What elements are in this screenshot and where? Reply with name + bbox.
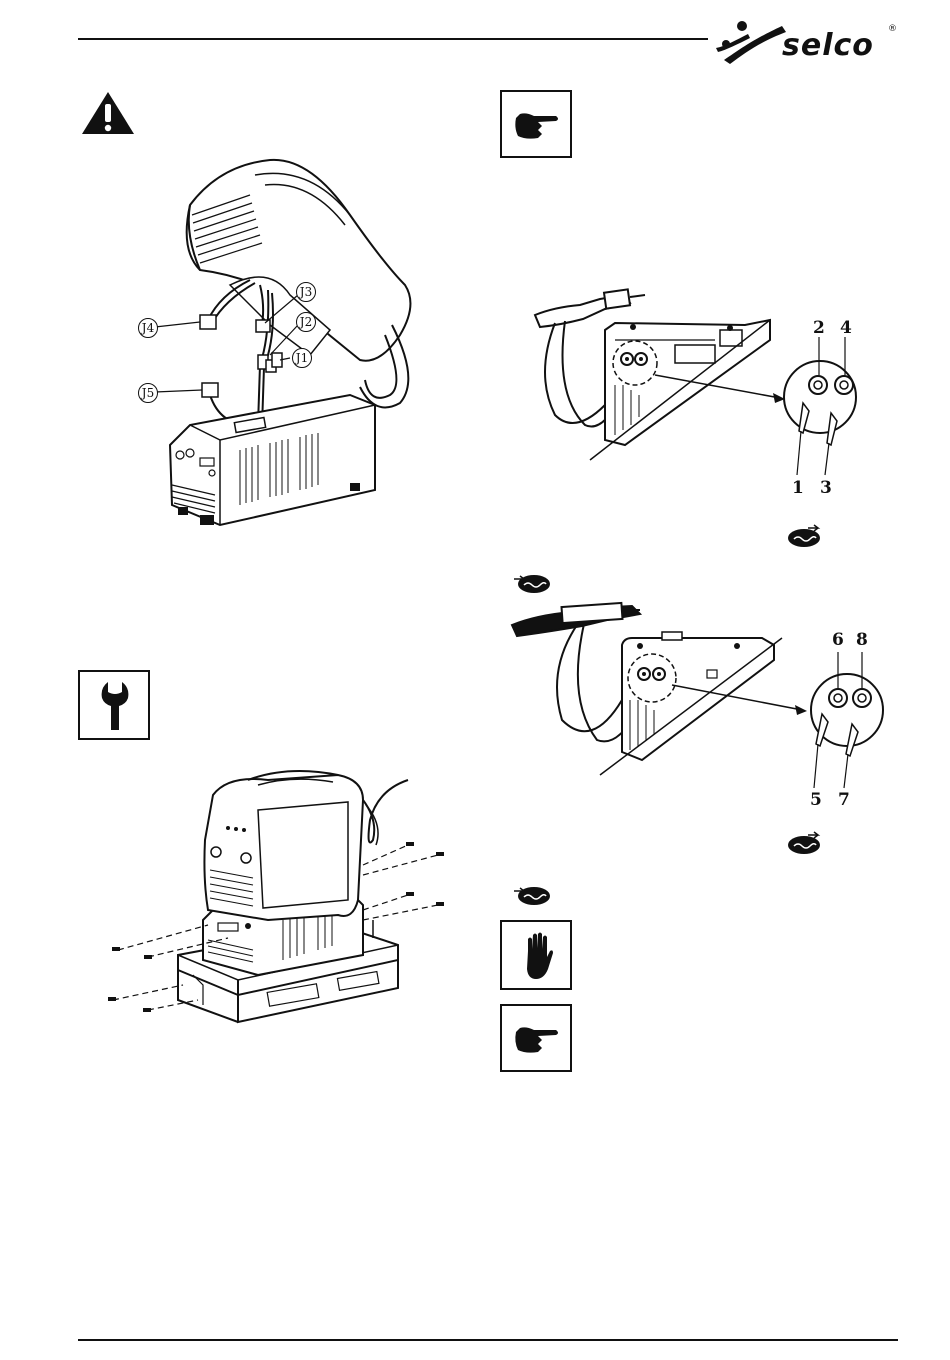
torch-connection-figure-bottom xyxy=(512,600,872,800)
connector-number-1: 1 xyxy=(792,478,804,498)
service-box xyxy=(78,670,150,740)
registered-mark: ® xyxy=(888,24,897,34)
note-box-top xyxy=(500,90,572,158)
connector-number-2: 2 xyxy=(813,318,825,338)
note-box-bottom xyxy=(500,1004,572,1072)
brand-name: selco xyxy=(782,28,874,63)
water-in-icon xyxy=(514,571,550,595)
pointing-hand-icon xyxy=(512,1022,562,1056)
connector-number-6: 6 xyxy=(832,630,844,650)
connector-number-4: 4 xyxy=(840,318,852,338)
pointing-hand-icon xyxy=(512,108,562,142)
connector-label-j5: J5 xyxy=(138,383,158,403)
caution-box xyxy=(500,920,572,990)
connector-label-j4: J4 xyxy=(138,318,158,338)
water-out-icon xyxy=(786,525,822,549)
connector-number-7: 7 xyxy=(838,790,850,810)
water-out-icon xyxy=(786,832,822,856)
stop-hand-icon xyxy=(522,931,554,983)
connector-label-j1: J1 xyxy=(292,348,312,368)
connector-number-5: 5 xyxy=(810,790,822,810)
water-in-icon xyxy=(514,883,550,907)
selco-logo: selco ® xyxy=(712,18,902,68)
footer-rule xyxy=(78,1339,898,1341)
wrench-icon xyxy=(100,680,130,732)
header-rule xyxy=(78,38,708,40)
connector-label-j3: J3 xyxy=(296,282,316,302)
torch-connection-figure-top xyxy=(535,285,855,465)
machine-pallet-figure xyxy=(108,760,448,1030)
warning-triangle-icon xyxy=(80,90,136,136)
logo-swoosh-icon xyxy=(712,18,792,68)
connector-number-8: 8 xyxy=(856,630,868,650)
connector-label-j2: J2 xyxy=(296,312,316,332)
connector-number-3: 3 xyxy=(820,478,832,498)
